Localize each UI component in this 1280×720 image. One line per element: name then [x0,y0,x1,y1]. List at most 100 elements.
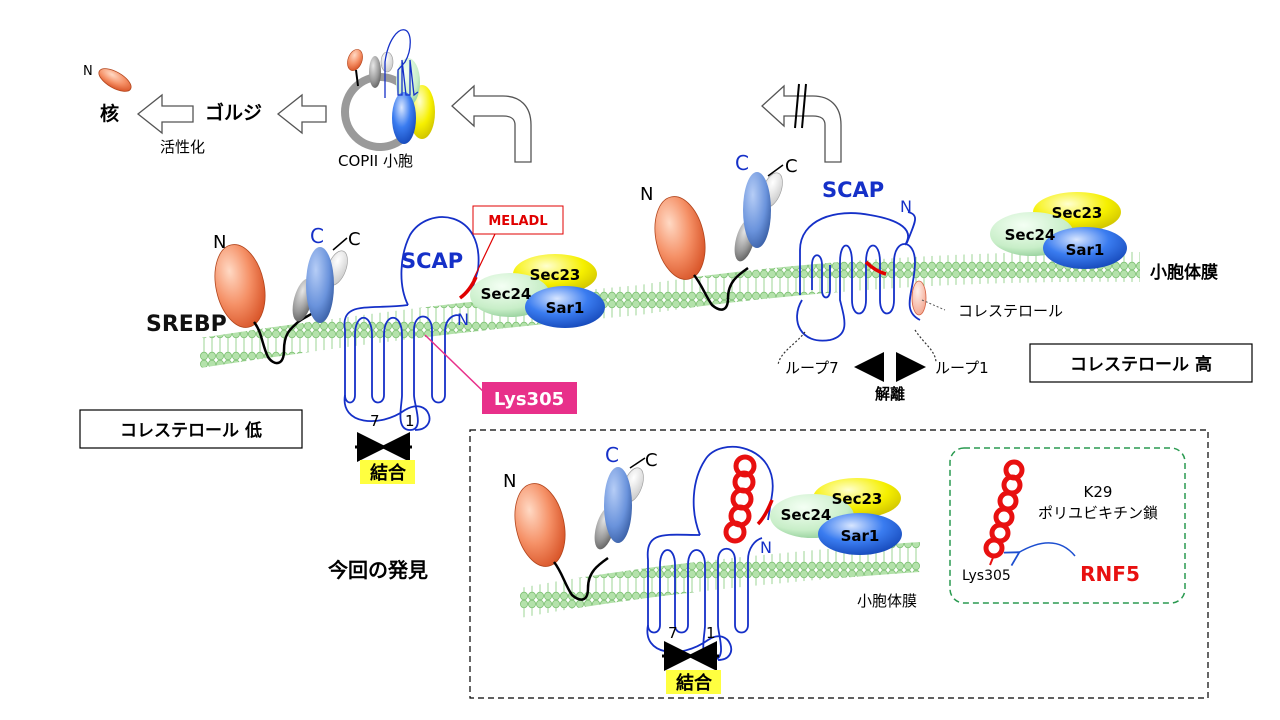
binding-label-discovery: 結合 [676,672,713,694]
sec24-label-high: Sec24 [1005,226,1056,244]
lys305-pointer [424,334,489,397]
er-membrane-label-discovery: 小胞体膜 [857,592,917,610]
dissociation-label: 解離 [875,385,905,403]
ubiquitin-chain-on-scap [723,454,757,544]
srebp-c-label: C [310,224,324,248]
scap-label-high: SCAP [822,178,884,202]
scap-n-label-discovery: N [760,538,772,557]
inset-lys305-label: Lys305 [962,568,1011,584]
loop7-pointer [777,331,806,366]
scap-loop-crossing-discovery [646,624,733,661]
panel-high-cholesterol: N C C SCAP N コレステロール ループ7 ループ1 解離 Sec23 … [640,151,1253,403]
k29-label: K29 [1084,483,1113,501]
golgi-label: ゴルジ [205,101,262,124]
top-pathway: N 核 ゴルジ 活性化 COPII 小胞 [83,29,842,170]
c-link-line-discovery [629,457,646,469]
arrow-golgi-to-nucleus [136,93,194,135]
srebp-n-label: N [213,232,226,253]
srebp-nterm-fragment [98,68,132,92]
binding-highlight-discovery [666,670,721,694]
sar1-protein-high [1043,227,1127,269]
loop1-number-discovery: 1 [706,624,716,642]
activation-label: 活性化 [160,138,205,156]
arrow-er-to-vesicle [451,84,532,163]
scap-helix-high [811,254,831,299]
polyubiquitin-chain-label: ポリユビキチン鎖 [1038,504,1158,522]
srebp-chain-high [693,266,749,311]
scap-label: SCAP [401,249,463,273]
block-mark-2 [801,83,807,129]
srebp-cterm-blue-high [743,172,771,248]
meladl-label: MELADL [488,214,547,229]
discovery-title: 今回の発見 [328,558,428,582]
scap-protein-chain-discovery [646,445,774,661]
sec24-label-discovery: Sec24 [781,506,832,524]
sar1-label-high: Sar1 [1066,241,1105,259]
srebp-cterm-blue-discovery [604,467,632,543]
scap-n-label-high: N [900,197,912,216]
rnf5-arrow [1018,542,1076,556]
srebp-n-label-high: N [640,184,653,205]
sec23-label-discovery: Sec23 [832,490,883,508]
loop1-label: ループ1 [935,359,989,377]
high-cholesterol-label: コレステロール 高 [1070,354,1212,375]
fragment-n-label: N [83,64,93,79]
arrow-blocked [761,84,842,163]
low-cholesterol-box [79,409,303,449]
rnf5-label: RNF5 [1080,562,1140,586]
srebp-c2-label-high: C [785,156,798,177]
cholesterol-molecule [911,280,927,316]
c-link-line [332,237,348,251]
lys305-box [482,382,577,414]
sec23-label-high: Sec23 [1052,204,1103,222]
cholesterol-pointer [921,299,946,311]
nucleus-label: 核 [100,102,119,125]
srebp-c-label-high: C [735,151,749,175]
block-mark-1 [794,83,800,129]
srebp-c2-label: C [348,229,361,250]
loop7-number: 7 [370,412,380,430]
discovery-frame [469,429,1209,699]
panel-discovery: 今回の発見 N C C N Sec23 Sec24 Sar1 小胞体膜 7 1 [328,429,1209,699]
sec24-label: Sec24 [481,285,532,303]
meladl-pointer [472,233,496,281]
sar1-label-discovery: Sar1 [841,527,880,545]
low-cholesterol-label: コレステロール 低 [120,420,262,441]
er-membrane-label-high: 小胞体膜 [1150,262,1218,283]
meladl-box [472,205,564,235]
binding-label: 結合 [370,462,407,484]
c-link-line-high [767,164,784,177]
ubiquitin-chain-inset [983,459,1025,566]
sec23-label: Sec23 [530,266,581,284]
panel-low-cholesterol: N C C SREBP SCAP N MELADL Sec23 Sec24 Sa… [79,205,605,484]
srebp-c-label-discovery: C [605,443,619,467]
sar1-protein [525,286,605,328]
srebp-n-label-discovery: N [503,471,516,492]
copii-vesicle-label: COPII 小胞 [338,152,413,170]
loop1-number: 1 [405,412,415,430]
cholesterol-label: コレステロール [958,302,1063,320]
srebp-nterm-domain-discovery [514,483,566,567]
loop7-label: ループ7 [785,359,839,377]
scap-loop-crossing [343,394,431,431]
srebp-nterm-domain [214,244,266,328]
binding-highlight [360,460,415,484]
srebp-nterm-domain-high [654,196,706,280]
scap-n-label: N [457,310,469,329]
er-membrane-discovery [520,542,920,618]
srebp-label: SREBP [146,312,227,337]
er-membrane-high [640,251,1140,315]
srebp-c2-label-discovery: C [645,450,658,471]
meladl-motif-high [864,260,887,276]
copii-vesicle [341,29,435,151]
sar1-label: Sar1 [546,299,585,317]
srebp-cterm-blue [306,247,334,323]
srebp-chain [252,309,317,365]
srebp-chain-discovery [553,556,609,601]
high-cholesterol-box [1029,343,1253,383]
loop1-pointer [914,329,937,363]
lys305-label: Lys305 [494,389,564,410]
arrow-vesicle-to-golgi [276,93,327,135]
scap-protein-chain [343,216,480,431]
